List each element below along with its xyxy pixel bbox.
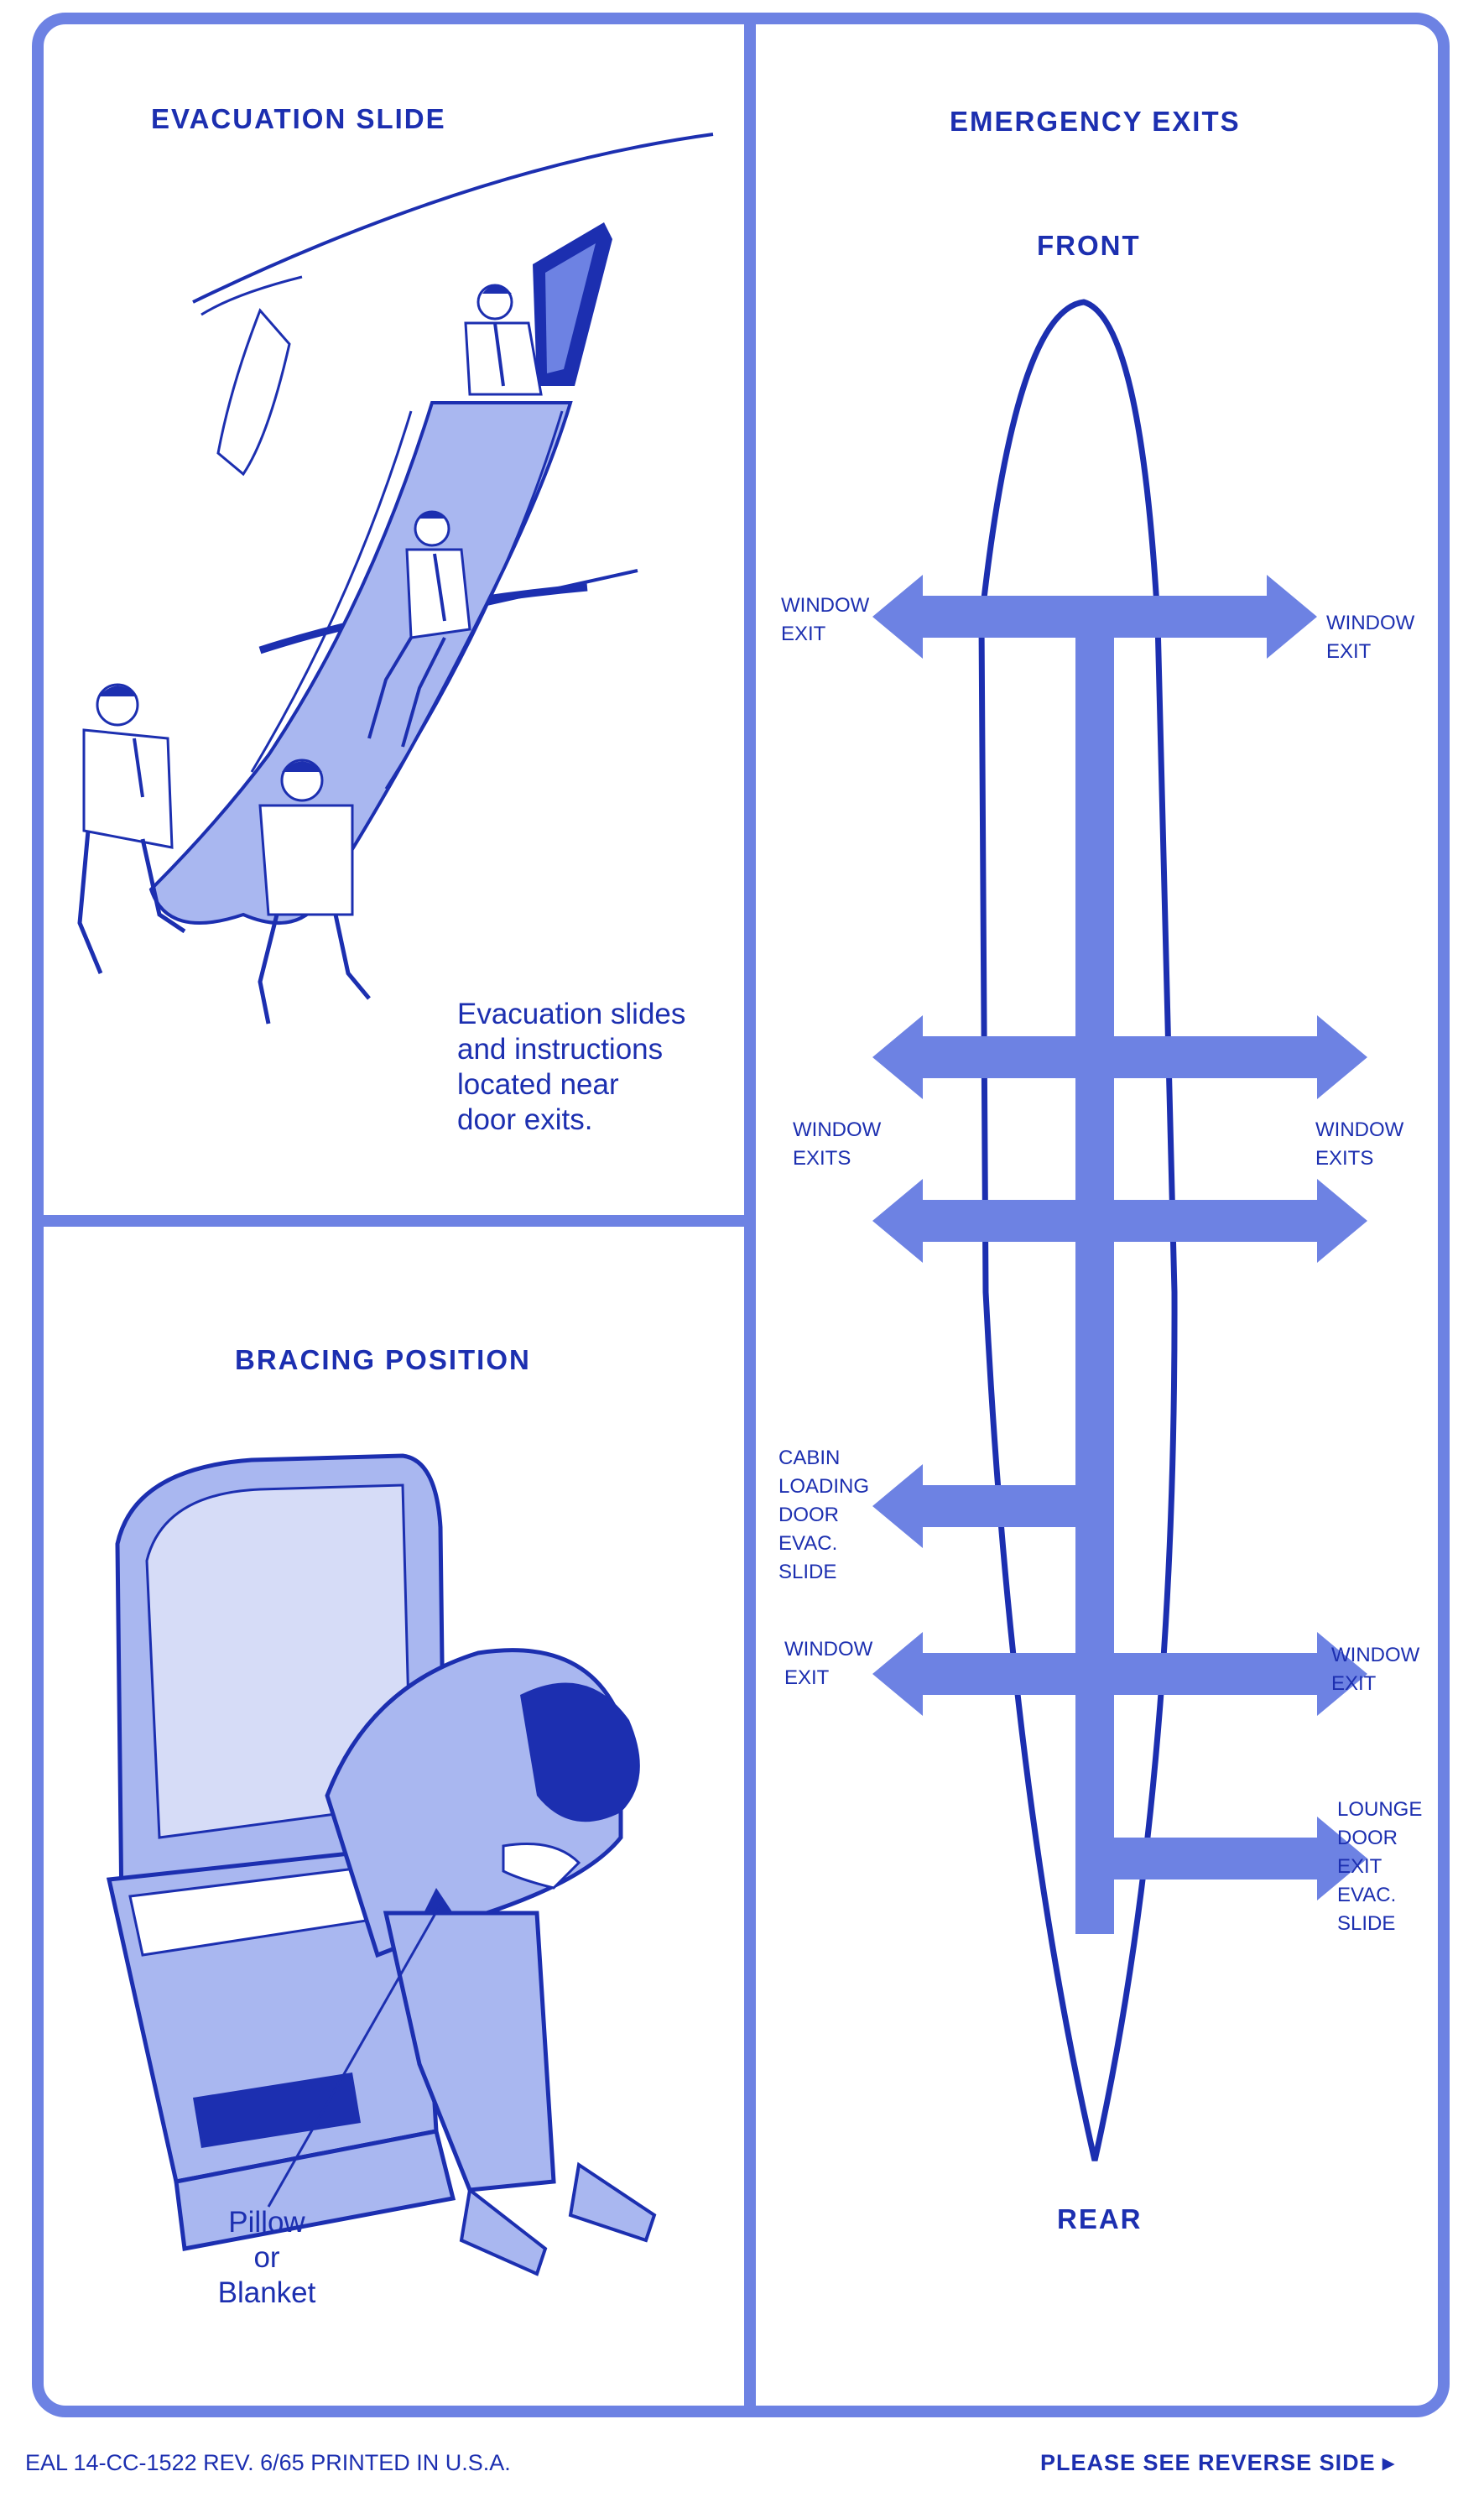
- label-window-exit-2-left: WINDOW EXIT: [784, 1638, 873, 1689]
- label-window-exit-2-right: WINDOW EXIT: [1331, 1644, 1420, 1695]
- label-window-exits-right: WINDOW EXITS: [1315, 1118, 1404, 1170]
- label-window-exits-left: WINDOW EXITS: [793, 1118, 882, 1170]
- bracing-position-illustration: [106, 1453, 657, 2276]
- window-exit-arrows-1: [872, 575, 1317, 659]
- rear-label: REAR: [1057, 2203, 1143, 2234]
- label-window-exit-1-right: WINDOW EXIT: [1326, 612, 1415, 663]
- bracing-position-title: BRACING POSITION: [235, 1344, 531, 1375]
- label-window-exit-1-left: WINDOW EXIT: [781, 594, 870, 645]
- front-label: FRONT: [1037, 230, 1141, 261]
- cabin-door-arrow: [872, 1464, 1082, 1548]
- window-exits-arrows: [872, 1015, 1367, 1263]
- evacuation-slide-illustration: [77, 133, 714, 1024]
- label-cabin-door: CABIN LOADING DOOR EVAC. SLIDE: [778, 1447, 870, 1583]
- evacuation-slide-title: EVACUATION SLIDE: [151, 103, 446, 134]
- evacuation-slide-caption: Evacuation slides and instructions locat…: [457, 998, 686, 1136]
- exit-diagram: [872, 299, 1367, 2161]
- footer-print-info: EAL 14-CC-1522 REV. 6/65 PRINTED IN U.S.…: [25, 2450, 511, 2475]
- horizontal-divider: [32, 1215, 750, 1227]
- window-exit-arrows-2: [872, 1632, 1367, 1716]
- vertical-divider: [744, 13, 756, 2417]
- emergency-exits-title: EMERGENCY EXITS: [950, 106, 1241, 137]
- pillow-callout: Pillow or Blanket: [217, 2206, 316, 2309]
- label-lounge-door: LOUNGE DOOR EXIT EVAC. SLIDE: [1337, 1798, 1423, 1935]
- footer-reverse-side-note: PLEASE SEE REVERSE SIDE ▸: [1040, 2450, 1395, 2475]
- lounge-door-arrow: [1114, 1817, 1367, 1900]
- aisle-bar: [1075, 617, 1114, 1934]
